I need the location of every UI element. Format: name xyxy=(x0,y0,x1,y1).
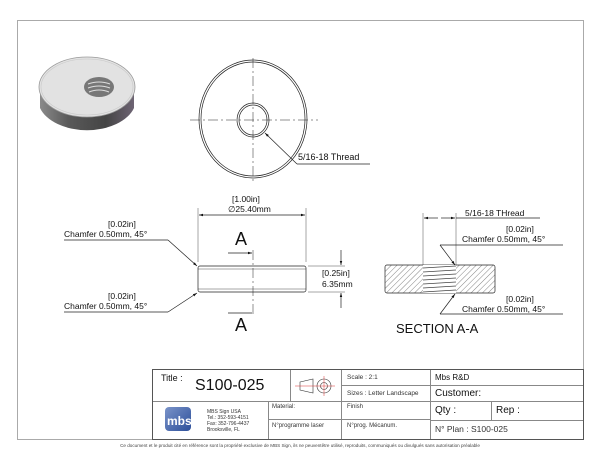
laser-program-cell: N°programme laser xyxy=(269,420,342,439)
height-inch: [0.25in] xyxy=(322,268,350,278)
section-thread-callout: 5/16-18 THread xyxy=(465,208,525,218)
thread-callout: 5/16-18 Thread xyxy=(298,152,360,162)
mecanum-program-cell: N°prog. Mécanum. xyxy=(342,420,431,439)
title-block: Title : S100-025 Scale : 2:1 Sizes : Let… xyxy=(152,369,584,440)
plan-number-cell: N° Plan : S100-025 xyxy=(431,421,583,439)
front-view xyxy=(64,208,345,316)
company-name: Mbs R&D xyxy=(435,373,470,382)
material-label: Material: xyxy=(272,404,296,410)
rep-cell: Rep : xyxy=(492,402,583,421)
plan-number: N° Plan : S100-025 xyxy=(435,424,508,434)
company-cell: Mbs R&D xyxy=(431,370,583,386)
section-chamfer-bottom-inch: [0.02in] xyxy=(506,294,534,304)
section-chamfer-bottom-mm: Chamfer 0.50mm, 45° xyxy=(462,304,546,314)
section-title: SECTION A-A xyxy=(396,321,479,336)
chamfer-bottom-inch: [0.02in] xyxy=(108,291,136,301)
section-chamfer-top-inch: [0.02in] xyxy=(506,224,534,234)
section-mark-top: A xyxy=(235,229,248,249)
title-value: S100-025 xyxy=(195,377,265,394)
isometric-view xyxy=(38,56,136,131)
sizes-label: Sizes : Letter Landscape xyxy=(347,390,419,397)
finish-cell: Finish xyxy=(342,402,431,420)
logo-cell: mbs MBS Sign USA Tel.: 352-593-4151 Fax:… xyxy=(153,402,269,439)
title-cell: Title : S100-025 xyxy=(153,370,291,402)
section-view xyxy=(384,213,563,315)
qty-label: Qty : xyxy=(435,405,457,416)
diameter-mm: ∅25.40mm xyxy=(228,204,271,214)
top-view xyxy=(190,58,370,183)
scale-cell: Scale : 2:1 xyxy=(342,370,431,386)
finish-label: Finish xyxy=(347,404,364,410)
chamfer-bottom-mm: Chamfer 0.50mm, 45° xyxy=(64,301,148,311)
projection-symbol-cell xyxy=(291,370,342,402)
section-chamfer-top-mm: Chamfer 0.50mm, 45° xyxy=(462,234,546,244)
company-info: MBS Sign USA Tel.: 352-593-4151 Fax: 352… xyxy=(207,409,250,433)
confidentiality-notice: Ce document et le produit cité en référe… xyxy=(120,443,480,448)
mecanum-program-label: N°prog. Mécanum. xyxy=(347,423,398,429)
customer-cell: Customer: xyxy=(431,386,583,402)
laser-program-label: N°programme laser xyxy=(272,423,325,429)
chamfer-top-mm: Chamfer 0.50mm, 45° xyxy=(64,229,148,239)
qty-cell: Qty : xyxy=(431,402,492,421)
rep-label: Rep : xyxy=(496,405,520,416)
sizes-cell: Sizes : Letter Landscape xyxy=(342,386,431,402)
chamfer-top-inch: [0.02in] xyxy=(108,219,136,229)
material-cell: Material: xyxy=(269,402,342,420)
diameter-inch: [1.00in] xyxy=(232,194,260,204)
title-label: Title : xyxy=(161,373,183,383)
section-mark-bottom: A xyxy=(235,315,248,335)
scale-label: Scale : 2:1 xyxy=(347,374,378,381)
mbs-logo: mbs xyxy=(165,407,192,431)
height-mm: 6.35mm xyxy=(322,279,353,289)
third-angle-projection-icon xyxy=(295,376,335,396)
customer-label: Customer: xyxy=(435,388,482,399)
iso-thread-hole xyxy=(84,77,114,97)
